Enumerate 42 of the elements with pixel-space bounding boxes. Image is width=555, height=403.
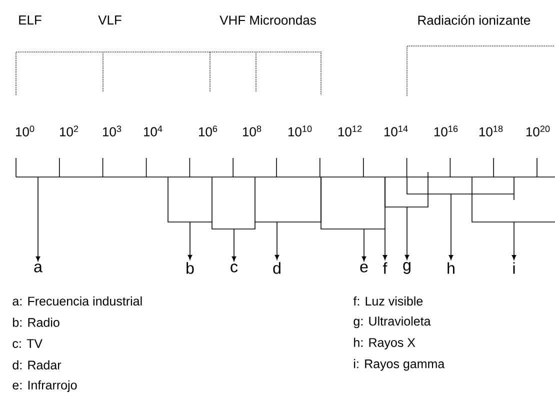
arrow bbox=[36, 176, 40, 262]
tick-label: 10$^{6}$ bbox=[198, 126, 218, 136]
letter-label: a bbox=[34, 264, 42, 272]
letter-label: e bbox=[360, 264, 368, 272]
arrow bbox=[406, 176, 514, 260]
arrow bbox=[212, 176, 256, 262]
tick-label: 10$^{20}$ bbox=[526, 126, 550, 136]
band-label: VHF Microondas bbox=[220, 15, 316, 25]
tick-label: 10$^{8}$ bbox=[242, 126, 262, 136]
arrow bbox=[168, 176, 212, 260]
arrow bbox=[384, 172, 428, 260]
letter-label: c bbox=[230, 264, 238, 272]
letter-label: d bbox=[273, 262, 280, 274]
tick-label: 10$^{14}$ bbox=[384, 126, 408, 136]
letter-label: h bbox=[448, 262, 454, 274]
key-text: e: Infrarrojo bbox=[12, 380, 77, 392]
tick-label: 10$^{4}$ bbox=[144, 126, 162, 136]
band-label: Radiación ionizante bbox=[418, 15, 530, 25]
axis-drawing bbox=[16, 158, 555, 178]
tick-label: 10$^{10}$ bbox=[288, 126, 312, 136]
tick-label: 10$^{12}$ bbox=[338, 126, 362, 136]
key-text: b: Radio bbox=[13, 318, 60, 327]
arrow bbox=[320, 176, 386, 262]
tick-label: 10$^{3}$ bbox=[102, 126, 122, 136]
band-label: ELF bbox=[19, 16, 42, 24]
letter-label: i bbox=[513, 262, 515, 274]
tick-label: 10$^{0}$ bbox=[16, 126, 34, 136]
key-text: g: Ultravioleta bbox=[354, 316, 431, 328]
key-text: c: TV bbox=[12, 339, 42, 348]
key-text: i: Rayos gamma bbox=[354, 359, 445, 371]
letter-label: g bbox=[403, 262, 410, 274]
key-text: a: Frecuencia industrial bbox=[12, 296, 142, 306]
letter-label: f bbox=[383, 262, 388, 274]
key-text: h: Rayos X bbox=[354, 338, 416, 350]
key-text: d: Radar bbox=[12, 360, 62, 370]
tick-label: 10$^{2}$ bbox=[60, 126, 78, 136]
tick-label: 10$^{18}$ bbox=[479, 126, 503, 136]
letter-label: b bbox=[186, 262, 194, 274]
arrow bbox=[472, 176, 555, 260]
key-text: f: Luz visible bbox=[353, 296, 423, 306]
tick-label: 10$^{16}$ bbox=[434, 126, 458, 136]
band-label: VLF bbox=[98, 16, 122, 24]
